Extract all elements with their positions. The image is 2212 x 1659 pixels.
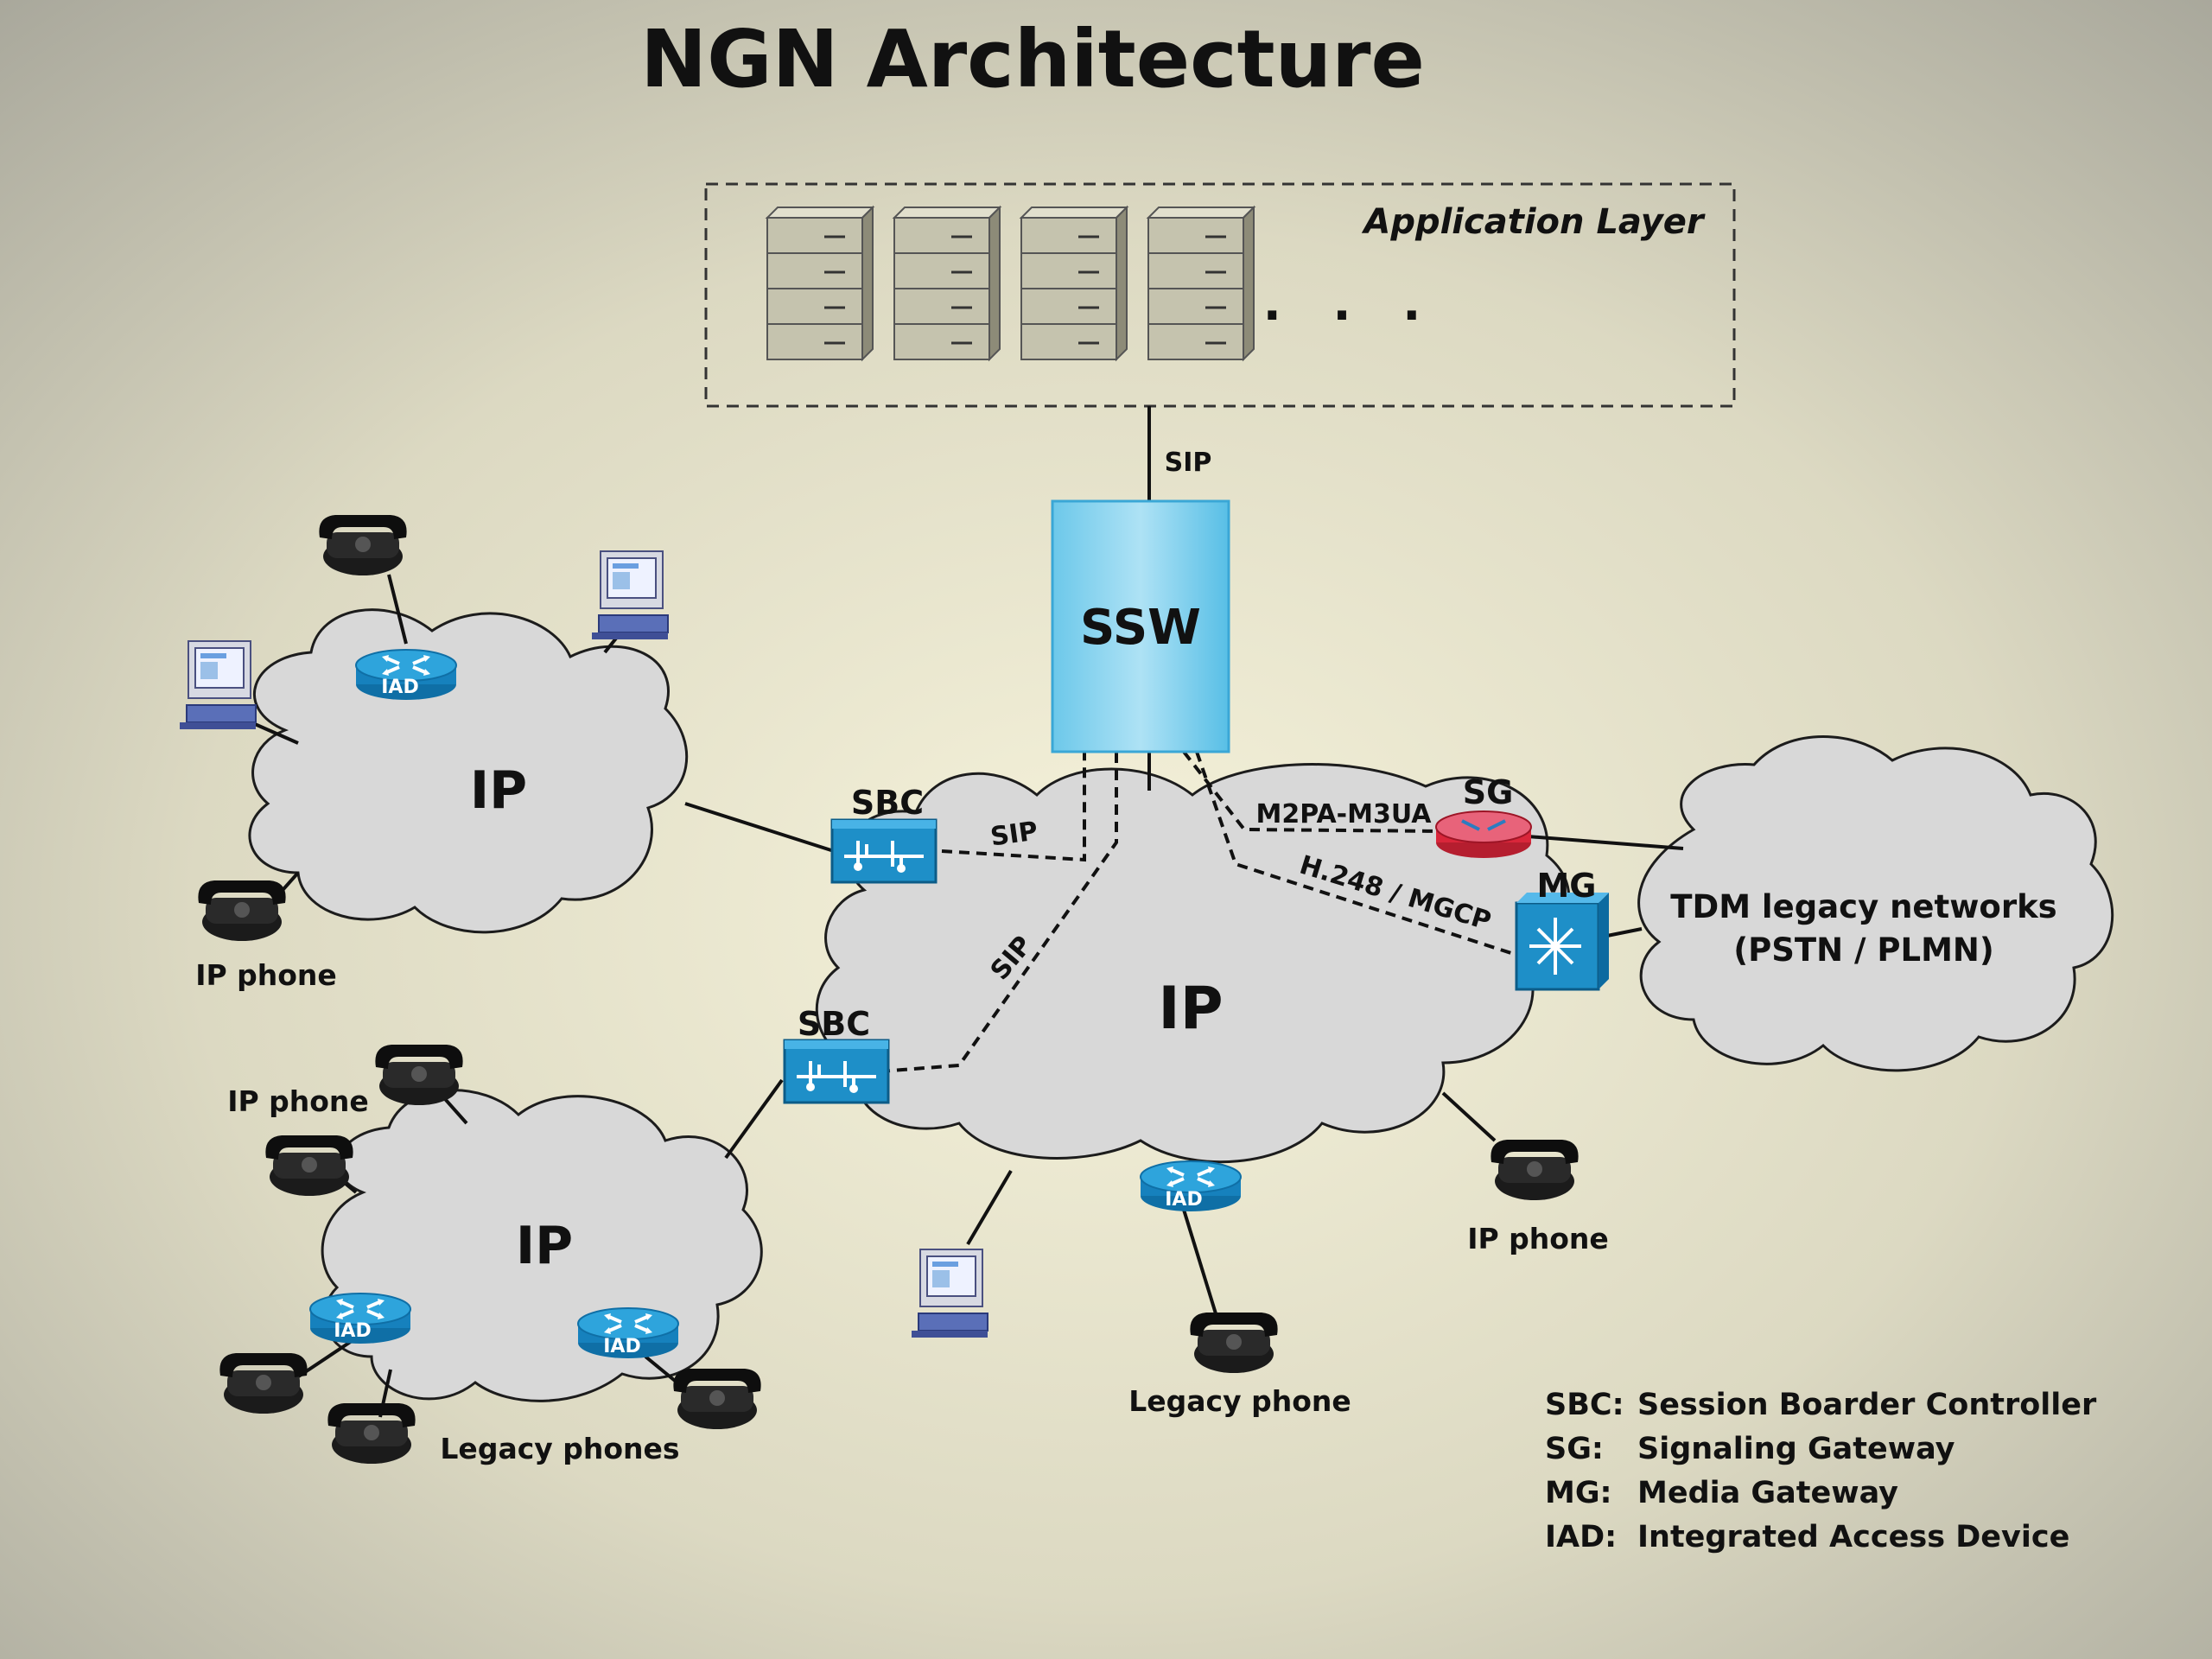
app-server-icon: [766, 206, 874, 361]
sbc-bottom: SBC: [783, 1005, 890, 1104]
sbc-icon: [830, 818, 938, 884]
legend-abbr: MG:: [1545, 1476, 1612, 1510]
application-layer-frame: [704, 182, 1736, 408]
signaling-gateway: SG: [1435, 773, 1532, 858]
tdm-cloud-label-line2: (PSTN / PLMN): [1733, 931, 1994, 969]
legacy-phone-label: Legacy phone: [1128, 1384, 1351, 1418]
sbc-top: SBC: [830, 784, 938, 884]
application-layer-label: Application Layer: [1361, 202, 1706, 242]
iad-left-bottom-2: IAD: [576, 1306, 680, 1360]
ip-cloud-left-bottom: IP: [321, 1089, 763, 1402]
ip-cloud-label: IP: [470, 760, 527, 821]
media-gateway: MG: [1515, 867, 1609, 991]
computer-icon: [911, 1249, 988, 1338]
legacy-phone-icon: [673, 1369, 761, 1429]
ssw-label: SSW: [1080, 600, 1201, 656]
iad-label: IAD: [334, 1320, 371, 1342]
legend-text: Media Gateway: [1637, 1476, 1898, 1510]
iad-center: IAD: [1139, 1160, 1243, 1213]
ip-phone-icon: [265, 1135, 353, 1196]
ip-phone-label: IP phone: [1467, 1222, 1609, 1255]
mg-label: MG: [1536, 867, 1596, 905]
diagram-title: NGN Architecture: [640, 13, 1425, 105]
ip-cloud-left-top: IP: [248, 608, 689, 934]
app-server-icon: [1147, 206, 1255, 361]
tdm-legacy-cloud: TDM legacy networks (PSTN / PLMN): [1637, 735, 2114, 1072]
iad-left-bottom-1: IAD: [308, 1292, 412, 1345]
ip-phone-icon: [198, 880, 286, 941]
legend-text: Integrated Access Device: [1637, 1520, 2069, 1554]
ip-phone-label: IP phone: [195, 958, 337, 992]
ip-phone-icon: [375, 1045, 463, 1105]
more-servers-ellipsis: . . .: [1263, 276, 1439, 332]
legend-abbr: SG:: [1545, 1432, 1604, 1466]
legend-abbr: SBC:: [1545, 1388, 1624, 1422]
iad-left-top: IAD: [354, 648, 458, 702]
ip-phone-label: IP phone: [227, 1084, 369, 1118]
iad-label: IAD: [603, 1336, 640, 1357]
sbc-label: SBC: [851, 784, 924, 822]
sip-link-label: SIP: [1165, 448, 1212, 478]
computer-icon: [179, 640, 257, 730]
app-server-icon: [893, 206, 1001, 361]
iad-label: IAD: [1165, 1189, 1202, 1211]
softswitch: SSW: [1051, 499, 1230, 753]
legacy-phone-icon: [327, 1403, 416, 1464]
application-layer: Application Layer . . .: [704, 182, 1736, 408]
iad-label: IAD: [381, 677, 418, 698]
ip-cloud-center: IP: [815, 763, 1571, 1164]
legacy-phone-icon: [219, 1353, 308, 1414]
sip-link-label: SIP: [988, 816, 1039, 852]
tdm-cloud-label-line1: TDM legacy networks: [1670, 888, 2056, 925]
legacy-phone-icon: [1190, 1313, 1278, 1373]
ip-phone-icon: [1491, 1140, 1579, 1200]
legacy-phone-icon: [319, 515, 407, 575]
computer-icon: [591, 550, 669, 640]
legend-text: Signaling Gateway: [1637, 1432, 1955, 1466]
legacy-phones-label: Legacy phones: [440, 1432, 679, 1465]
sg-label: SG: [1463, 773, 1514, 811]
app-server-icon: [1020, 206, 1128, 361]
sbc-label: SBC: [798, 1005, 870, 1043]
sbc-icon: [783, 1039, 890, 1104]
ip-cloud-label: IP: [1158, 975, 1223, 1043]
m2pa-m3ua-link-label: M2PA-M3UA: [1255, 799, 1432, 830]
legend: SBC: Session Boarder Controller SG: Sign…: [1545, 1388, 2097, 1554]
signalling-links: [879, 750, 1517, 1073]
ip-cloud-label: IP: [516, 1216, 573, 1276]
ssw-box: [1051, 499, 1230, 753]
legend-abbr: IAD:: [1545, 1520, 1617, 1554]
legend-text: Session Boarder Controller: [1637, 1388, 2097, 1422]
